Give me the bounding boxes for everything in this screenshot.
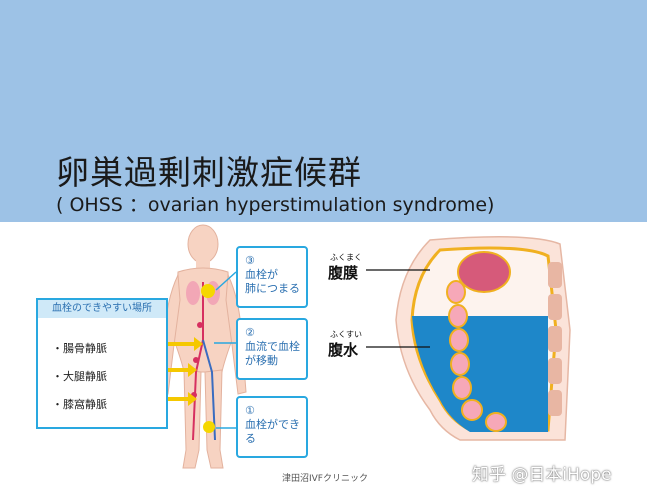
step-3-box: ③ 血栓が 肺につまる: [236, 246, 308, 308]
peritoneum-label: 腹膜: [328, 264, 359, 282]
body-figure: [159, 224, 247, 469]
step-2-box: ② 血流で血栓 が移動: [236, 318, 308, 380]
clinic-credit: 津田沼IVFクリニック: [282, 474, 368, 484]
peritoneum-reading: ふくまく: [330, 253, 362, 262]
ascites-reading: ふくすい: [330, 330, 362, 339]
thrombosis-sites-heading: 血栓のできやすい場所: [38, 300, 166, 318]
step-1-box: ① 血栓ができる: [236, 396, 308, 458]
thrombosis-sites-box: 血栓のできやすい場所 ・腸骨静脈 ・大腿静脈 ・膝窩静脈: [36, 298, 168, 429]
site-arrows: [168, 337, 203, 406]
site-femoral-vein: ・大腿静脈: [52, 370, 107, 383]
step-connectors: [214, 271, 237, 429]
step-1-number: ①: [245, 404, 255, 417]
abdomen-cross-section: [366, 236, 571, 441]
page-subtitle: ( OHSS ：ovarian hyperstimulation syndrom…: [56, 194, 495, 216]
step-1-text: 血栓ができる: [245, 418, 300, 445]
step-2-text: 血流で血栓 が移動: [245, 340, 300, 367]
title-banner: [0, 0, 647, 222]
step-3-number: ③: [245, 254, 255, 267]
watermark: 知乎 @日本iHope: [472, 465, 612, 485]
step-2-number: ②: [245, 326, 255, 339]
ascites-label: 腹水: [328, 341, 359, 359]
site-popliteal-vein: ・膝窩静脈: [52, 398, 107, 411]
step-3-text: 血栓が 肺につまる: [245, 268, 300, 295]
site-iliac-vein: ・腸骨静脈: [52, 342, 107, 355]
page-title: 卵巣過剰刺激症候群: [56, 153, 362, 192]
leg-clot-icon: [203, 421, 215, 433]
pulmonary-clot-icon: [201, 284, 215, 298]
